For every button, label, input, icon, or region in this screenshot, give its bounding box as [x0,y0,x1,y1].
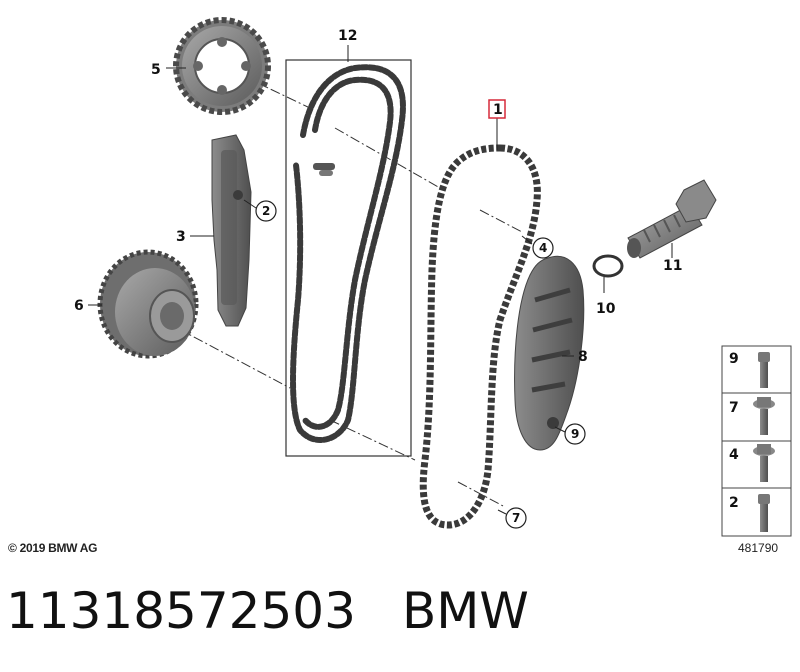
brand-name: BMW [401,582,529,640]
connecting-link [313,163,335,176]
callout-1: 1 [493,102,503,118]
callout-5: 5 [151,62,161,78]
leader-lines [88,45,673,515]
legend-label-9: 9 [729,351,739,367]
chain-set-chain [290,64,406,443]
bolt-7-icon [753,397,775,435]
image-number: 481790 [738,541,779,555]
callout-4: 4 [539,241,547,255]
bolt-legend: 9 7 4 2 [721,345,792,537]
chain-tensioner [627,179,717,259]
callout-6: 6 [74,298,84,314]
callout-1-highlight [488,99,506,119]
guide-rail [211,134,252,327]
callout-3: 3 [176,229,186,245]
copyright-notice: © 2019 BMW AG [8,541,98,555]
callout-10: 10 [596,301,616,317]
bolt-9-icon [758,352,770,388]
sealing-ring [592,254,624,278]
callout-2-circle [255,200,277,222]
legend-label-2: 2 [729,495,739,511]
callout-7-circle [505,507,527,529]
legend-label-4: 4 [729,447,739,463]
legend-label-7: 7 [729,400,739,416]
callouts: 5 12 1 3 6 2 4 10 11 8 9 7 [74,28,682,529]
bolt-4-icon [753,444,775,482]
callout-11: 11 [663,258,682,274]
crankshaft-sprocket [97,249,199,359]
callout-9: 9 [571,427,579,441]
axis-lines [161,65,523,508]
callout-4-circle [532,237,554,259]
bolt-2-icon [758,494,770,532]
part-number: 11318572503 [6,582,356,640]
camshaft-sprocket [173,17,271,115]
callout-2: 2 [262,204,270,218]
callout-8: 8 [578,349,588,365]
callout-12: 12 [338,28,357,44]
part-caption: 11318572503 BMW [6,582,529,640]
timing-chain [419,144,541,529]
callout-9-circle [564,423,586,445]
tensioner-rail [514,255,585,451]
callout-7: 7 [512,511,520,525]
